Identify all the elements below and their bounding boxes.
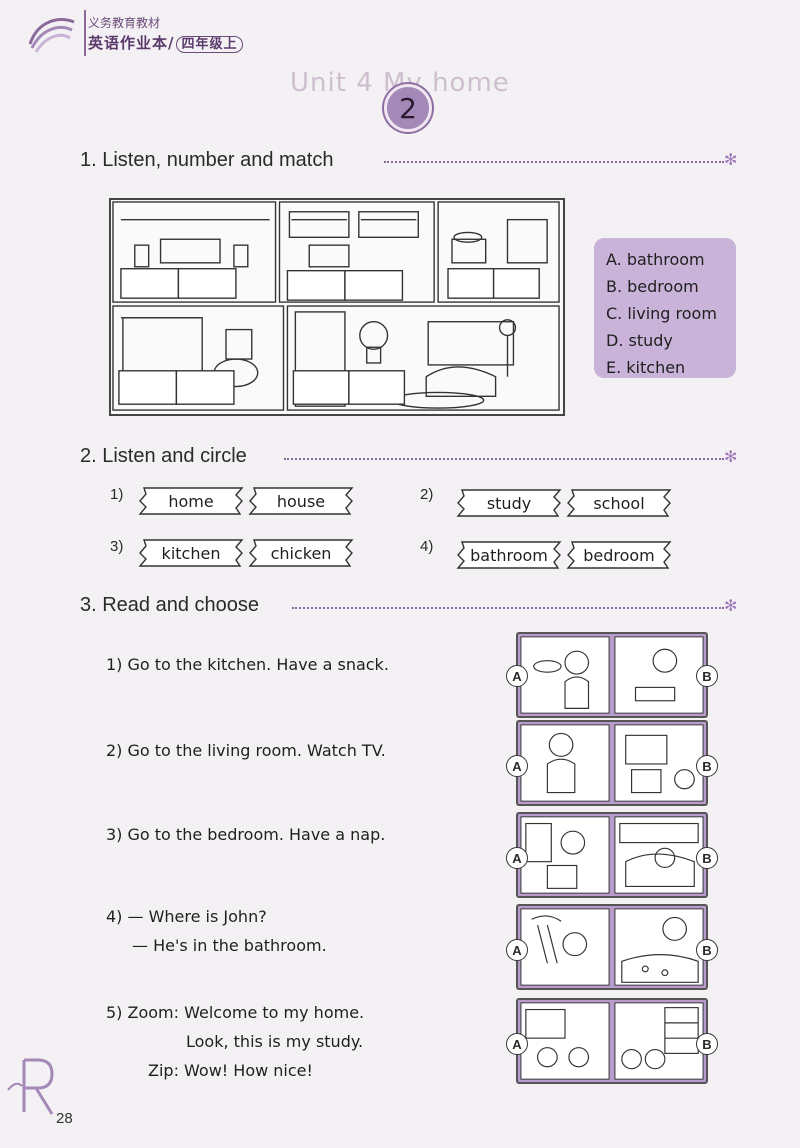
s2-item4-option-b[interactable]: bedroom xyxy=(564,540,674,570)
s2-item3-number: 3) xyxy=(110,538,124,555)
s2-item1-option-b[interactable]: house xyxy=(246,486,356,516)
s3-q1-pictures xyxy=(516,632,708,718)
s3-question3: 3) Go to the bedroom. Have a nap. xyxy=(106,825,386,844)
s3-q2-choice-b[interactable]: B xyxy=(696,755,718,777)
s2-item4-number: 4) xyxy=(420,538,434,555)
s2-item2-number: 2) xyxy=(420,486,434,503)
wavy-tag-shape xyxy=(138,487,244,515)
s3-question2: 2) Go to the living room. Watch TV. xyxy=(106,741,386,760)
wavy-tag-shape xyxy=(138,539,244,567)
s3-q2-pictures xyxy=(516,720,708,806)
section1-title: 1. Listen, number and match xyxy=(80,149,334,171)
wavy-tag-shape xyxy=(456,541,562,569)
wavy-tag-shape xyxy=(248,539,354,567)
wavy-tag-shape xyxy=(248,487,354,515)
q2-scene-art xyxy=(520,724,704,802)
wavy-tag-shape xyxy=(566,541,672,569)
section2-divider xyxy=(284,458,724,460)
s2-item1-number: 1) xyxy=(110,486,124,503)
s3-q5-choice-b[interactable]: B xyxy=(696,1033,718,1055)
page-number: 28 xyxy=(56,1110,73,1127)
rooms-line-art xyxy=(112,201,560,411)
s3-q1-choice-b[interactable]: B xyxy=(696,665,718,687)
decorative-r-icon xyxy=(7,1058,54,1115)
flower-star-icon: ✻ xyxy=(724,447,738,466)
s3-q5-pictures xyxy=(516,998,708,1084)
section2-title: 2. Listen and circle xyxy=(80,445,247,467)
q1-scene-art xyxy=(520,636,704,714)
s3-q4-choice-b[interactable]: B xyxy=(696,939,718,961)
s3-q3-choice-b[interactable]: B xyxy=(696,847,718,869)
s3-q1-choice-a[interactable]: A xyxy=(506,665,528,687)
s3-question5: 5) Zoom: Welcome to my home. Look, this … xyxy=(106,1003,365,1080)
s3-question1: 1) Go to the kitchen. Have a snack. xyxy=(106,655,389,674)
s2-item4-option-a[interactable]: bathroom xyxy=(454,540,564,570)
flower-star-icon: ✻ xyxy=(724,596,738,615)
q3-scene-art xyxy=(520,816,704,894)
publisher-logo-icon xyxy=(28,18,75,53)
lesson-number-badge: 2 xyxy=(384,84,432,132)
section1-divider xyxy=(384,161,724,163)
header-series: 义务教育教材 xyxy=(88,16,161,30)
header-grade: 四年级上 xyxy=(176,36,243,53)
option-d: D. study xyxy=(606,331,673,350)
section3-divider xyxy=(292,607,724,609)
s2-item3-option-b[interactable]: chicken xyxy=(246,538,356,568)
rooms-illustration xyxy=(109,198,565,416)
flower-star-icon: ✻ xyxy=(724,150,738,169)
wavy-tag-shape xyxy=(456,489,562,517)
s3-q4-pictures xyxy=(516,904,708,990)
header-book-title: 英语作业本/四年级上 xyxy=(88,32,243,53)
s3-q3-choice-a[interactable]: A xyxy=(506,847,528,869)
s2-item2-option-b[interactable]: school xyxy=(564,488,674,518)
section3-title: 3. Read and choose xyxy=(80,594,260,616)
s3-q2-choice-a[interactable]: A xyxy=(506,755,528,777)
s3-question4: 4) — Where is John? — He's in the bathro… xyxy=(106,907,327,955)
wavy-tag-shape xyxy=(566,489,672,517)
q5-scene-art xyxy=(520,1002,704,1080)
option-c: C. living room xyxy=(606,304,717,323)
option-b: B. bedroom xyxy=(606,277,699,296)
s2-item3-option-a[interactable]: kitchen xyxy=(136,538,246,568)
s2-item2-option-a[interactable]: study xyxy=(454,488,564,518)
s3-q3-pictures xyxy=(516,812,708,898)
option-e: E. kitchen xyxy=(606,358,686,377)
option-a: A. bathroom xyxy=(606,250,705,269)
q4-scene-art xyxy=(520,908,704,986)
s3-q4-choice-a[interactable]: A xyxy=(506,939,528,961)
s2-item1-option-a[interactable]: home xyxy=(136,486,246,516)
s3-q5-choice-a[interactable]: A xyxy=(506,1033,528,1055)
room-options-box: A. bathroom B. bedroom C. living room D.… xyxy=(594,238,736,378)
header-divider xyxy=(84,10,86,56)
